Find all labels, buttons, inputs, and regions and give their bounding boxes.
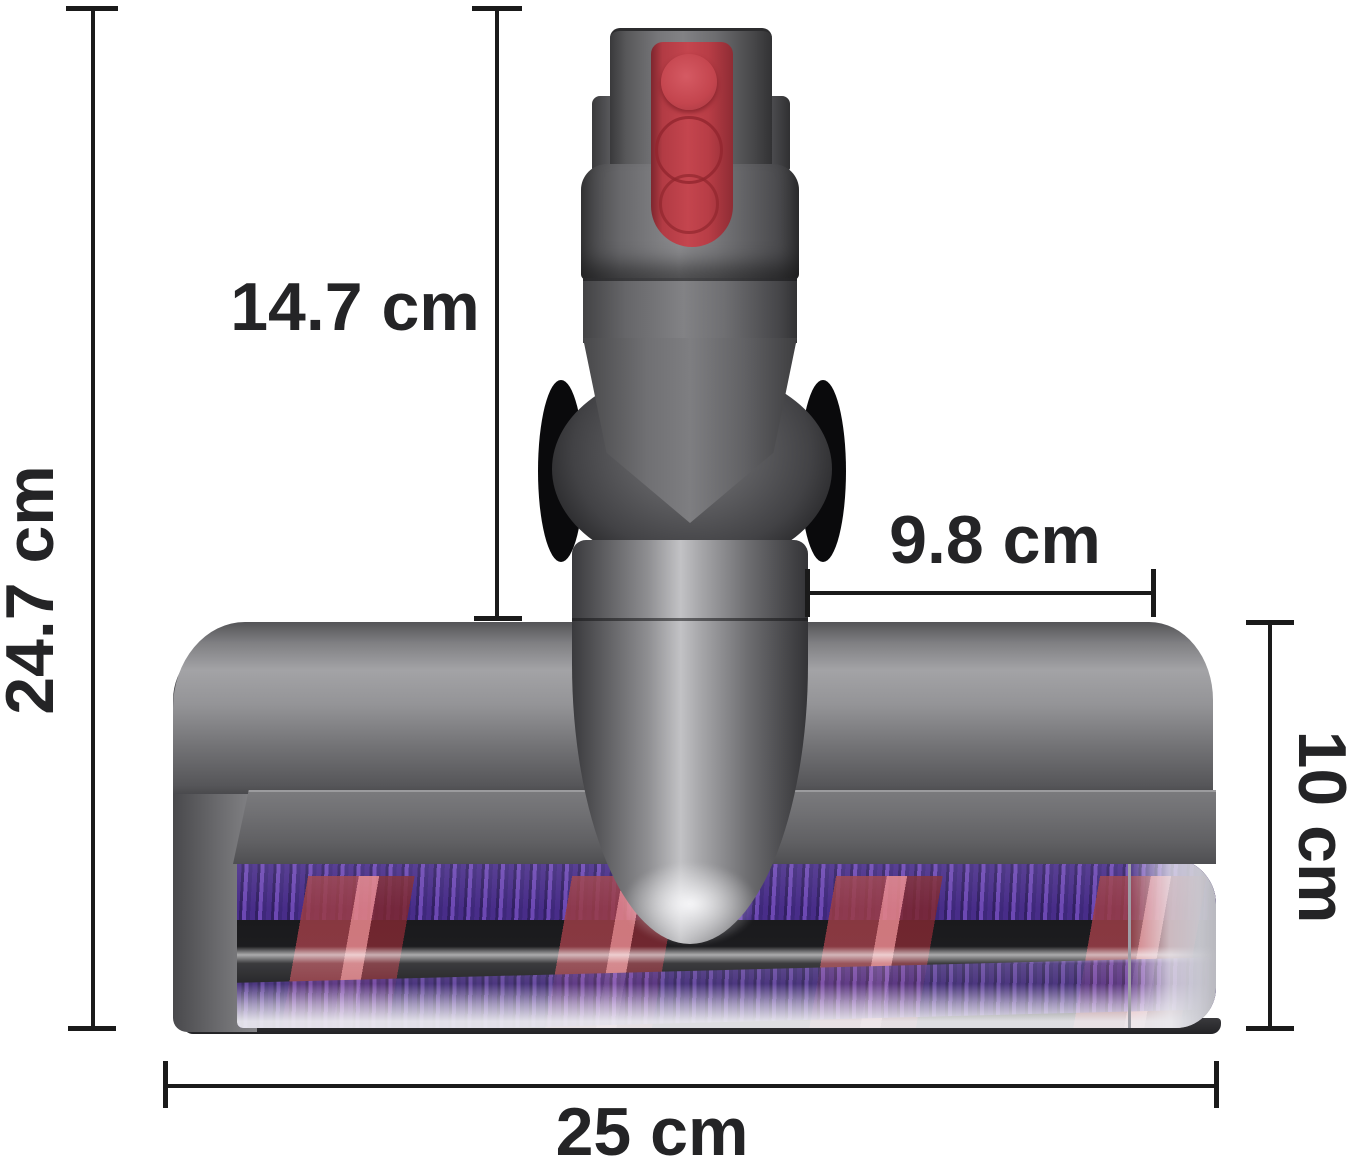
dim-tick-head-height-top <box>1246 620 1294 625</box>
dim-line-head-height <box>1268 622 1272 1029</box>
dim-line-upper-height <box>495 8 499 620</box>
transparent-end-cap <box>1128 858 1216 1028</box>
wand-upper-tube <box>583 278 797 343</box>
dim-tick-overall-height-top <box>66 6 118 11</box>
dim-line-overall-width <box>165 1084 1217 1088</box>
dim-line-rear-width <box>807 591 1155 595</box>
dim-tick-rear-width-right <box>1151 569 1156 617</box>
nozzle-seam-line <box>572 618 808 621</box>
connector-side-tab-left <box>592 96 612 170</box>
dim-tick-head-height-bottom <box>1246 1026 1294 1031</box>
red-latch-panel <box>651 42 733 247</box>
dim-tick-overall-height-bottom <box>68 1026 116 1031</box>
dim-tick-upper-height-bottom <box>474 616 522 621</box>
brush-bar-window <box>237 858 1216 1028</box>
connector-side-tab-right <box>770 96 790 170</box>
dim-tick-rear-width-left <box>805 569 810 617</box>
dim-label-overall-height: 24.7 cm <box>0 465 68 715</box>
latch-release-button <box>661 54 717 110</box>
nozzle-tip-highlight <box>622 862 758 946</box>
latch-ring-lower <box>659 174 719 234</box>
dim-label-overall-width: 25 cm <box>555 1094 749 1163</box>
dim-line-overall-height <box>91 8 95 1030</box>
dim-tick-upper-height-top <box>472 6 522 11</box>
dim-tick-overall-width-right <box>1214 1061 1219 1108</box>
dim-tick-overall-width-left <box>163 1061 168 1108</box>
dim-label-rear-width: 9.8 cm <box>889 502 1101 578</box>
dim-label-upper-height: 14.7 cm <box>230 269 480 345</box>
dim-label-head-height: 10 cm <box>1284 730 1354 924</box>
